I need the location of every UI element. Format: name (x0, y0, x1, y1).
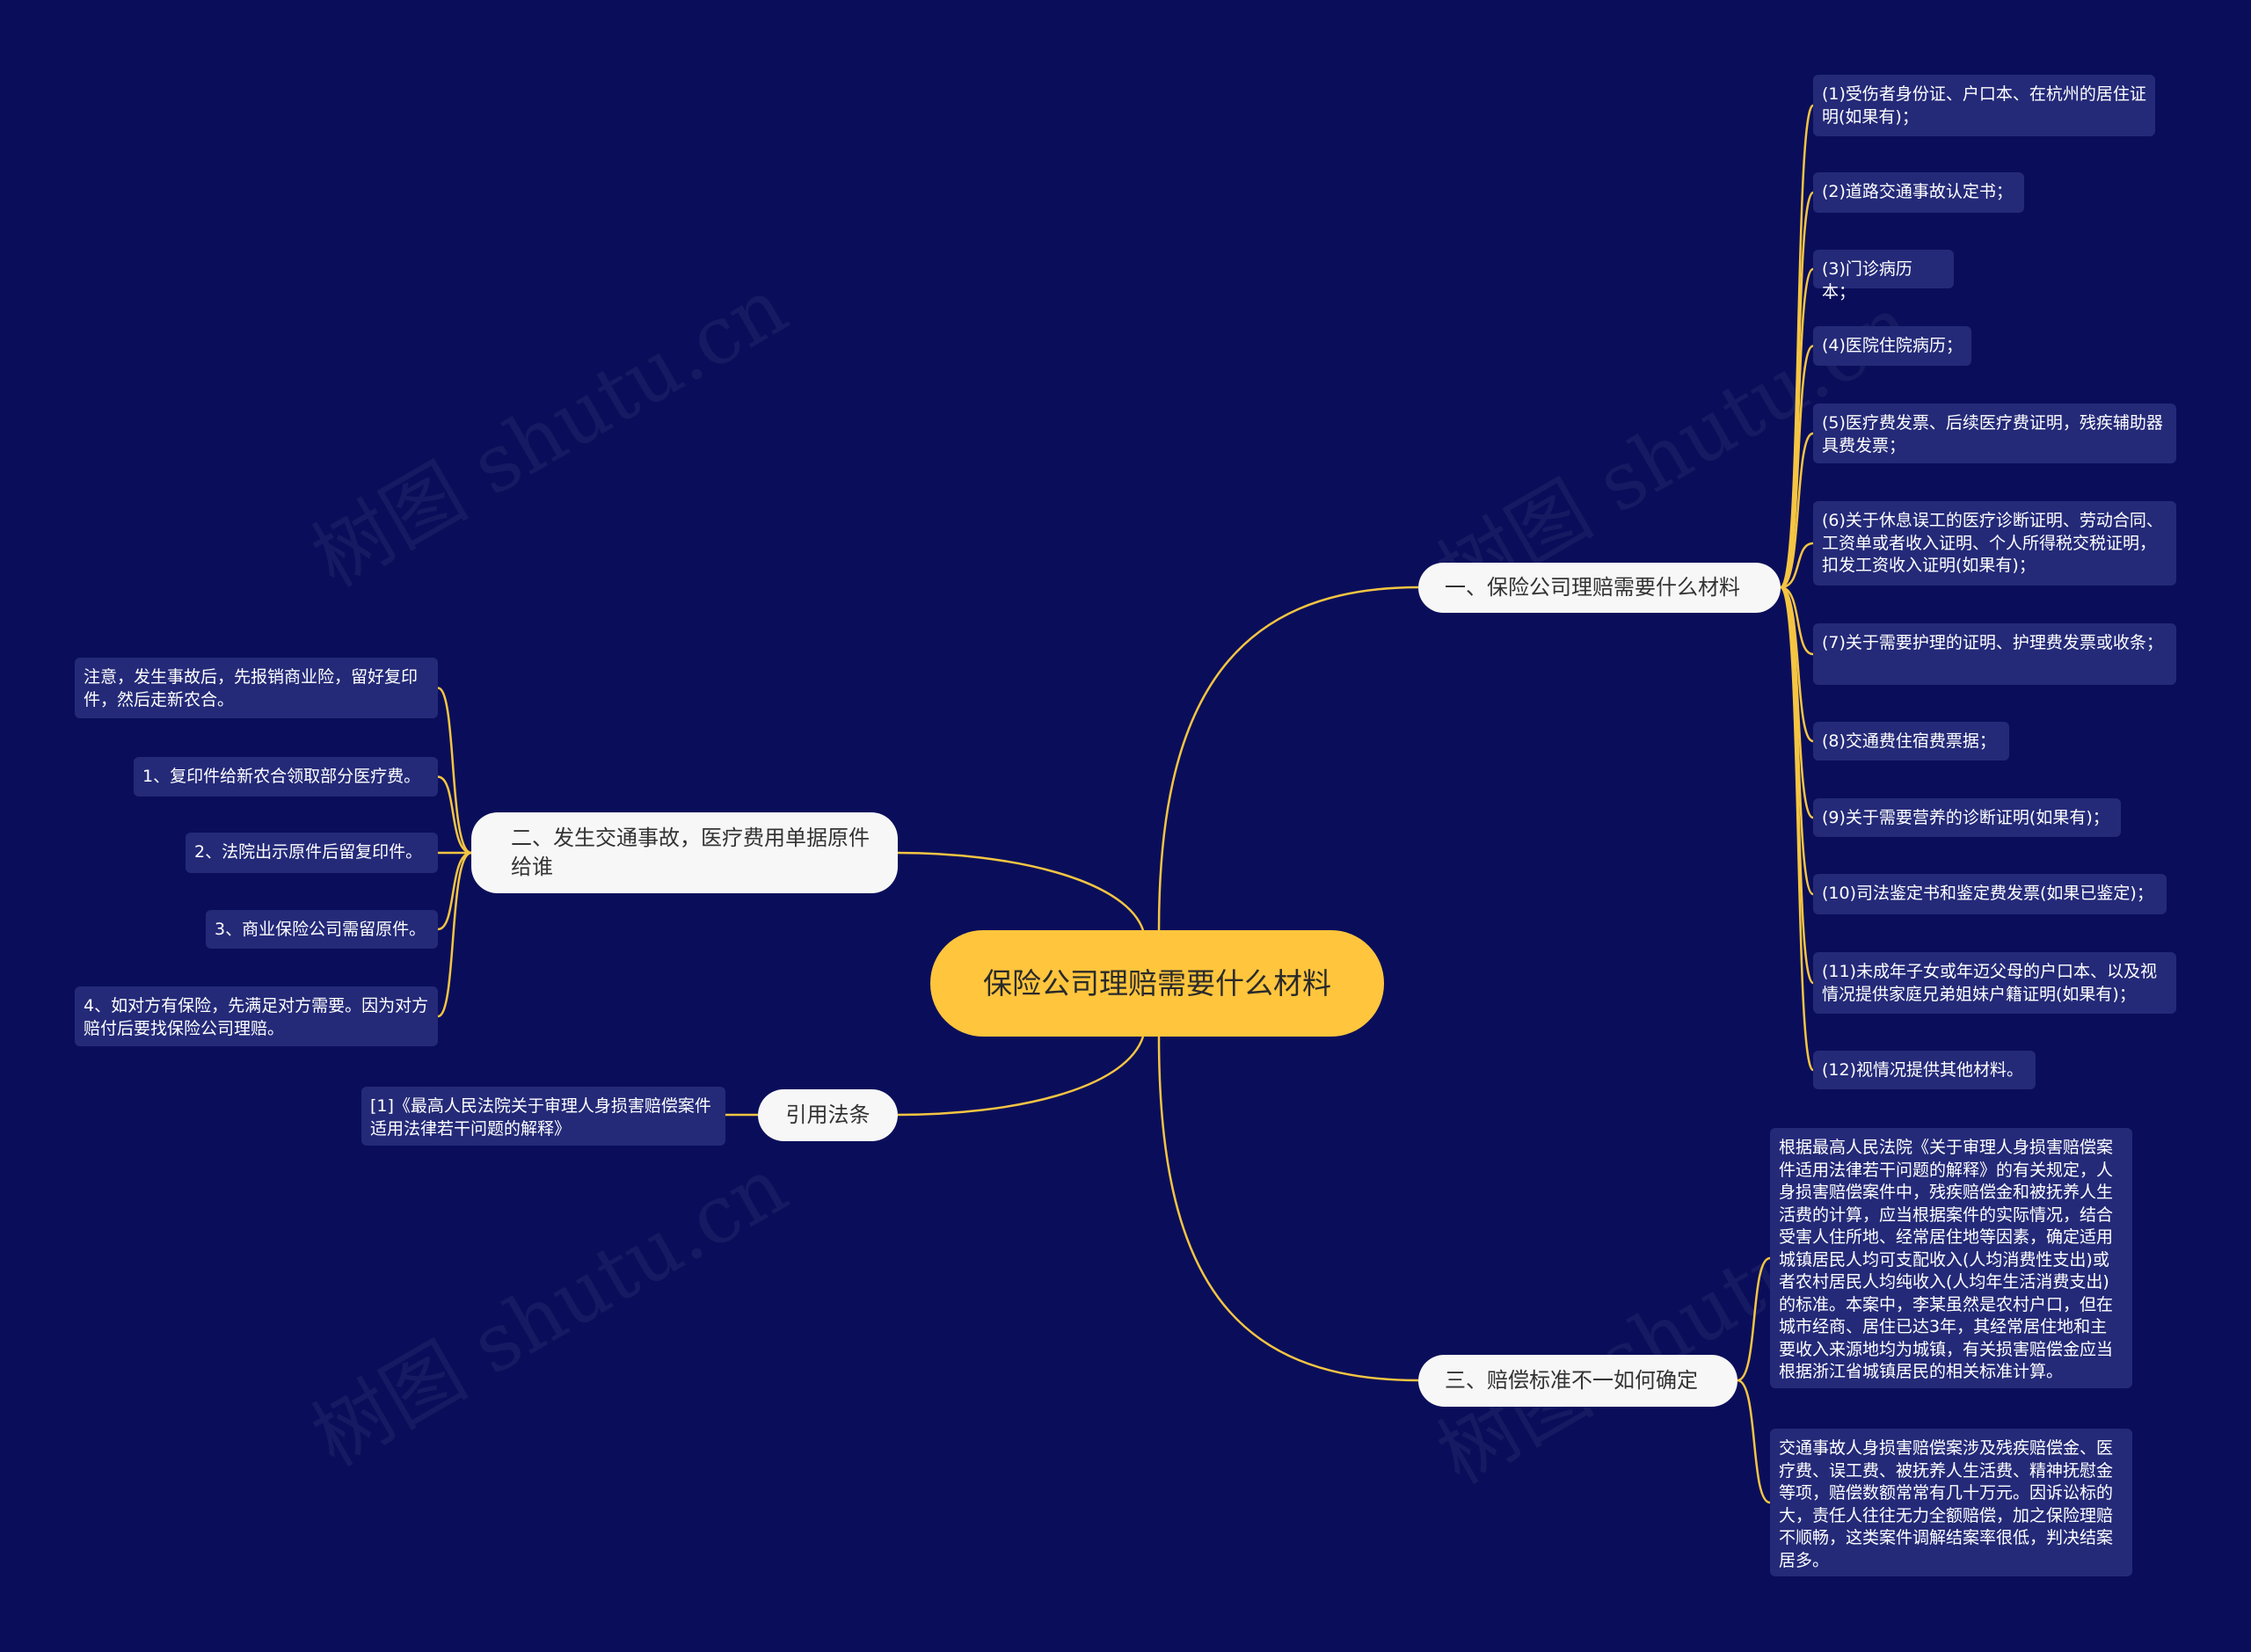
material-item[interactable]: (1)受伤者身份证、户口本、在杭州的居住证明(如果有)； (1813, 75, 2155, 136)
branch-materials[interactable]: 一、保险公司理赔需要什么材料 (1418, 563, 1781, 613)
material-item[interactable]: (12)视情况提供其他材料。 (1813, 1051, 2036, 1089)
branch-receipts[interactable]: 二、发生交通事故，医疗费用单据原件给谁 (471, 812, 898, 893)
branch-label: 二、发生交通事故，医疗费用单据原件给谁 (511, 826, 870, 879)
branch-label: 三、赔偿标准不一如何确定 (1445, 1368, 1698, 1393)
branch-citations[interactable]: 引用法条 (758, 1089, 898, 1141)
receipt-note[interactable]: 3、商业保险公司需留原件。 (206, 910, 438, 949)
compensation-note[interactable]: 交通事故人身损害赔偿案涉及残疾赔偿金、医疗费、误工费、被抚养人生活费、精神抚慰金… (1770, 1429, 2132, 1576)
central-topic-label: 保险公司理赔需要什么材料 (983, 965, 1331, 1001)
central-topic[interactable]: 保险公司理赔需要什么材料 (930, 930, 1384, 1037)
receipt-note[interactable]: 4、如对方有保险，先满足对方需要。因为对方赔付后要找保险公司理赔。 (75, 986, 438, 1046)
material-item[interactable]: (9)关于需要营养的诊断证明(如果有)； (1813, 798, 2121, 837)
branch-label: 引用法条 (785, 1103, 871, 1127)
material-item[interactable]: (11)未成年子女或年迈父母的户口本、以及视情况提供家庭兄弟姐妹户籍证明(如果有… (1813, 952, 2176, 1014)
receipt-note[interactable]: 1、复印件给新农合领取部分医疗费。 (134, 757, 438, 797)
material-item[interactable]: (6)关于休息误工的医疗诊断证明、劳动合同、工资单或者收入证明、个人所得税交税证… (1813, 501, 2176, 586)
material-item[interactable]: (2)道路交通事故认定书； (1813, 172, 2024, 213)
material-item[interactable]: (7)关于需要护理的证明、护理费发票或收条； (1813, 623, 2176, 685)
material-item[interactable]: (8)交通费住宿费票据； (1813, 722, 2009, 761)
material-item[interactable]: (5)医疗费发票、后续医疗费证明，残疾辅助器具费发票； (1813, 404, 2176, 463)
material-item[interactable]: (4)医院住院病历； (1813, 326, 1971, 366)
citation-item[interactable]: [1]《最高人民法院关于审理人身损害赔偿案件适用法律若干问题的解释》 (361, 1087, 725, 1146)
compensation-note[interactable]: 根据最高人民法院《关于审理人身损害赔偿案件适用法律若干问题的解释》的有关规定，人… (1770, 1128, 2132, 1388)
receipt-note[interactable]: 2、法院出示原件后留复印件。 (186, 833, 438, 873)
branch-compensation[interactable]: 三、赔偿标准不一如何确定 (1418, 1355, 1737, 1407)
branch-label: 一、保险公司理赔需要什么材料 (1445, 575, 1740, 600)
receipt-note[interactable]: 注意，发生事故后，先报销商业险，留好复印件，然后走新农合。 (75, 658, 438, 718)
material-item[interactable]: (10)司法鉴定书和鉴定费发票(如果已鉴定)； (1813, 874, 2167, 914)
material-item[interactable]: (3)门诊病历本； (1813, 250, 1954, 302)
